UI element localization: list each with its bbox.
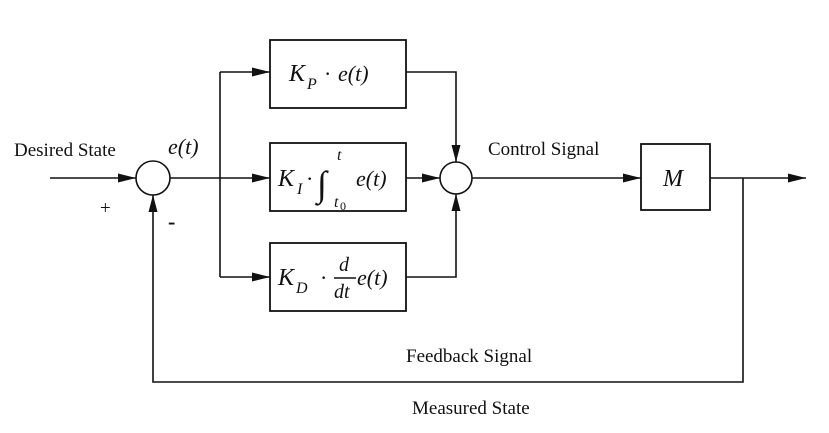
minus-sign: - [168, 209, 175, 234]
arrowhead-d-to-sum [451, 194, 461, 211]
d-output-wire [406, 194, 457, 278]
plus-sign: + [100, 198, 111, 219]
arrowhead-output [788, 173, 806, 183]
i-gain: K [277, 166, 296, 192]
i-dot: · [306, 166, 313, 191]
summing-junction-pid [439, 161, 473, 195]
integral-lower-limit: t [334, 194, 339, 211]
arrowhead-branch-i [252, 173, 270, 183]
control-signal-label: Control Signal [488, 139, 599, 160]
integral-sign: ∫ [315, 164, 329, 206]
derivative-block [269, 242, 407, 312]
arrowhead-p-to-sum [451, 145, 461, 162]
proportional-block [269, 39, 407, 109]
derivative-denominator: dt [334, 281, 350, 303]
feedback-signal-label: Feedback Signal [406, 346, 532, 367]
plant-block [640, 143, 711, 211]
p-output-wire [406, 71, 457, 162]
error-signal-label: e(t) [168, 134, 199, 159]
plant-label: M [662, 166, 685, 192]
arrowhead-input [118, 173, 136, 183]
d-dot: · [320, 265, 327, 290]
i-gain-subscript: I [296, 181, 303, 198]
integral-block [269, 142, 407, 212]
integral-lower-limit-subscript: 0 [340, 199, 346, 213]
desired-state-label: Desired State [14, 140, 116, 161]
p-term: e(t) [338, 61, 369, 86]
integral-upper-limit: t [337, 147, 342, 164]
summing-junction-error [135, 160, 171, 196]
derivative-numerator: d [339, 254, 350, 276]
arrowhead-to-plant [623, 173, 641, 183]
feedback-wire [152, 178, 744, 383]
arrowhead-feedback [148, 195, 158, 212]
p-gain: K [288, 61, 307, 87]
d-gain-subscript: D [295, 280, 308, 297]
measured-state-label: Measured State [412, 398, 530, 419]
p-gain-subscript: P [306, 76, 317, 93]
arrowhead-branch-d [252, 272, 270, 282]
i-term: e(t) [356, 166, 387, 191]
arrowhead-i-to-sum [422, 173, 440, 183]
d-gain: K [277, 265, 296, 291]
d-term: e(t) [357, 265, 388, 290]
arrowhead-branch-p [252, 67, 270, 77]
p-dot: · [324, 61, 331, 86]
